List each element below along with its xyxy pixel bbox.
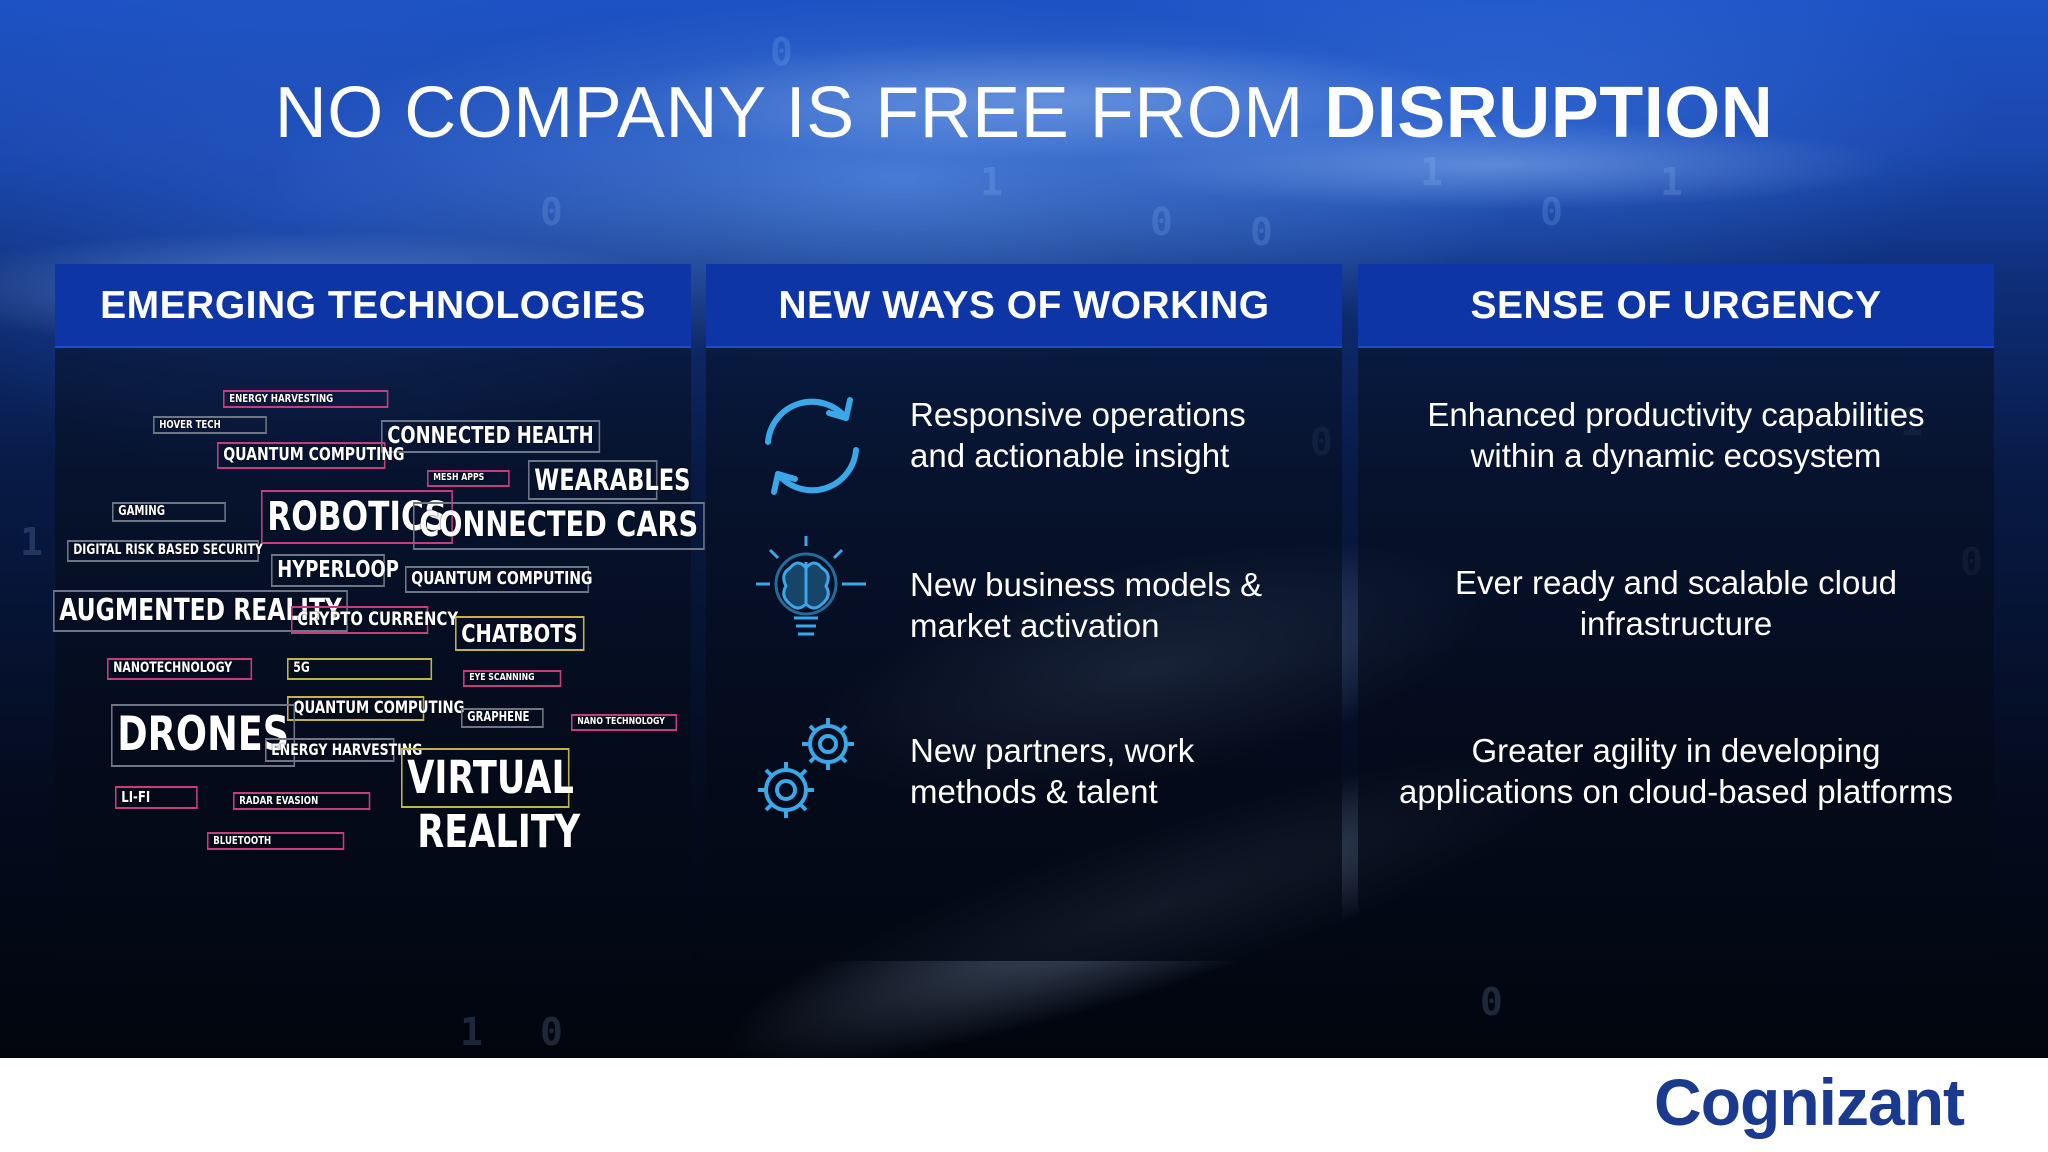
tech-tag: WEARABLES bbox=[528, 460, 690, 501]
tech-tag: DIGITAL RISK BASED SECURITY bbox=[67, 540, 263, 562]
refresh-cycle-icon bbox=[765, 397, 859, 495]
tech-tag: HYPERLOOP bbox=[271, 554, 399, 587]
list-item: Enhanced productivity capabilities withi… bbox=[1427, 396, 1925, 474]
tech-tag: LI-FI bbox=[115, 786, 198, 809]
list-item: Greater agility in developing applicatio… bbox=[1399, 732, 1953, 810]
brain-lightbulb-icon bbox=[756, 536, 866, 636]
list-item: New business models & market activation bbox=[910, 566, 1263, 644]
tech-tag: NANOTECHNOLOGY bbox=[107, 658, 253, 680]
tech-tag: ENERGY HARVESTING bbox=[265, 738, 422, 762]
slide-background: 0 1 0 0 1 0 1 0 0 1 0 1 1 0 0 NO COMPANY… bbox=[0, 0, 2048, 1058]
tech-tag: CRYPTO CURRENCY bbox=[291, 606, 458, 634]
page-title: NO COMPANY IS FREE FROM DISRUPTION bbox=[274, 73, 1774, 153]
tech-tag: MESH APPS bbox=[427, 470, 510, 487]
tech-tag: EYE SCANNING bbox=[463, 670, 562, 687]
list-item: Ever ready and scalable cloud infrastruc… bbox=[1454, 564, 1898, 642]
list-item: New partners, work methods & talent bbox=[910, 732, 1195, 810]
tech-tag: BLUETOOTH bbox=[207, 832, 345, 850]
light-streak bbox=[1100, 120, 1900, 210]
list-item: Responsive operations and actionable ins… bbox=[910, 396, 1246, 474]
tech-tag: 5G bbox=[287, 658, 433, 680]
tech-tag: GAMING bbox=[112, 502, 226, 523]
tech-tag: CHATBOTS bbox=[455, 616, 585, 652]
tech-tag: CONNECTED HEALTH bbox=[381, 420, 600, 453]
tech-tag: VIRTUAL bbox=[401, 748, 574, 809]
panel-header: EMERGING TECHNOLOGIES bbox=[55, 264, 691, 348]
tech-tag: NANO TECHNOLOGY bbox=[571, 714, 678, 731]
tech-tag: QUANTUM COMPUTING bbox=[287, 696, 465, 722]
panel-header: NEW WAYS OF WORKING bbox=[706, 264, 1342, 348]
tech-tag: DRONES bbox=[111, 704, 296, 767]
panel-header: SENSE OF URGENCY bbox=[1358, 264, 1994, 348]
tech-tag: ENERGY HARVESTING bbox=[223, 390, 389, 408]
panel-sense-of-urgency: SENSE OF URGENCY Enhanced productivity c… bbox=[1358, 264, 1994, 961]
tech-tag: AUGMENTED REALITY bbox=[53, 590, 349, 632]
tech-tag: ROBOTICS bbox=[261, 490, 454, 544]
gears-icon bbox=[758, 718, 854, 818]
tech-tag: REALITY bbox=[417, 805, 581, 858]
cognizant-logo: Cognizant bbox=[1654, 1065, 1965, 1139]
tech-tag: QUANTUM COMPUTING bbox=[217, 442, 405, 469]
tech-tag: HOVER TECH bbox=[153, 416, 267, 434]
tech-tag: QUANTUM COMPUTING bbox=[405, 566, 593, 593]
tech-tag: GRAPHENE bbox=[461, 708, 544, 729]
panel-new-ways-of-working: NEW WAYS OF WORKING Responsive operation… bbox=[706, 264, 1342, 961]
panel-emerging-technologies: EMERGING TECHNOLOGIES ENERGY HARVESTING … bbox=[53, 264, 705, 961]
tech-tag: RADAR EVASION bbox=[233, 792, 371, 810]
tech-tag: CONNECTED CARS bbox=[413, 502, 705, 550]
light-streak bbox=[600, 40, 1500, 160]
